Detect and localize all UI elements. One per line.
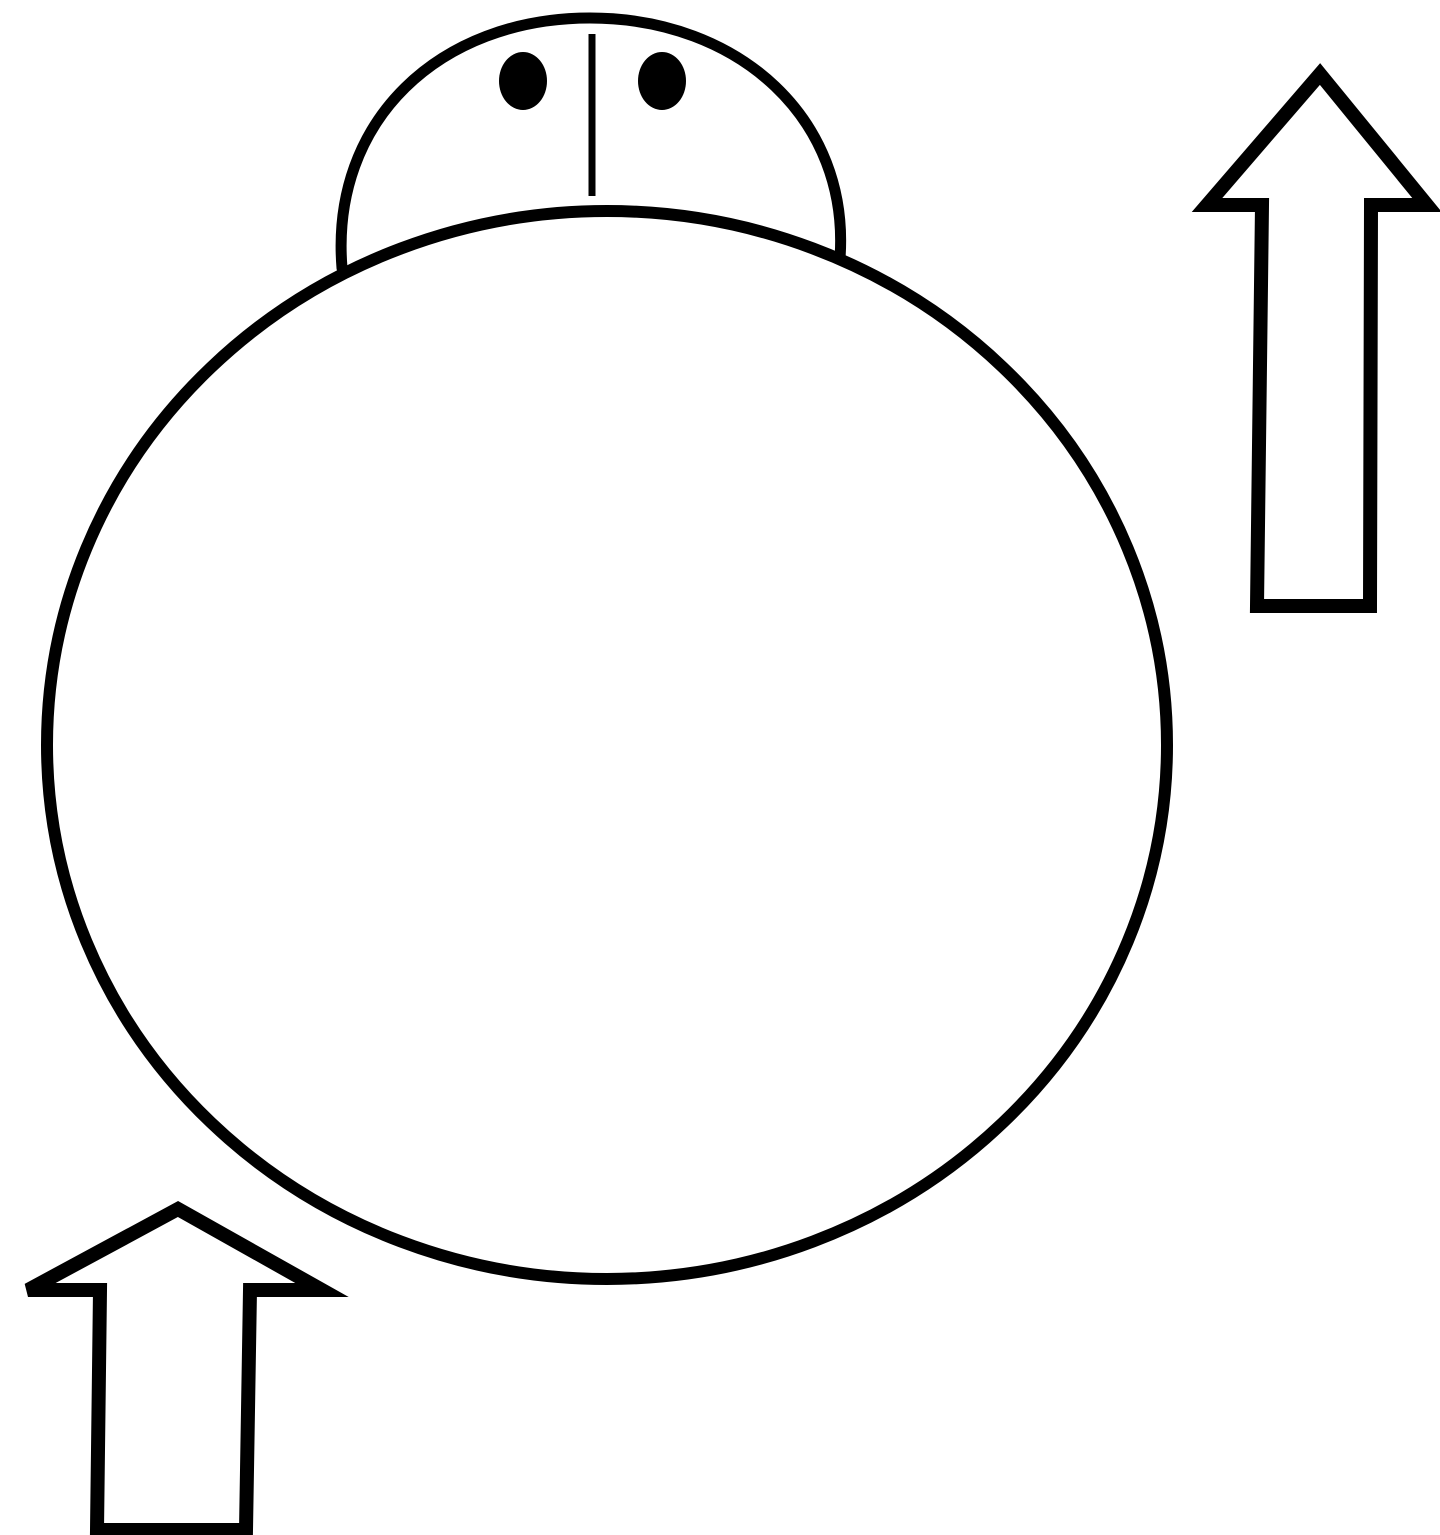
- up-arrow-right: [1207, 74, 1427, 606]
- left-eye: [499, 52, 547, 110]
- up-arrow-bottom-left: [28, 1209, 322, 1530]
- body-circle: [47, 211, 1167, 1279]
- right-eye: [638, 52, 686, 110]
